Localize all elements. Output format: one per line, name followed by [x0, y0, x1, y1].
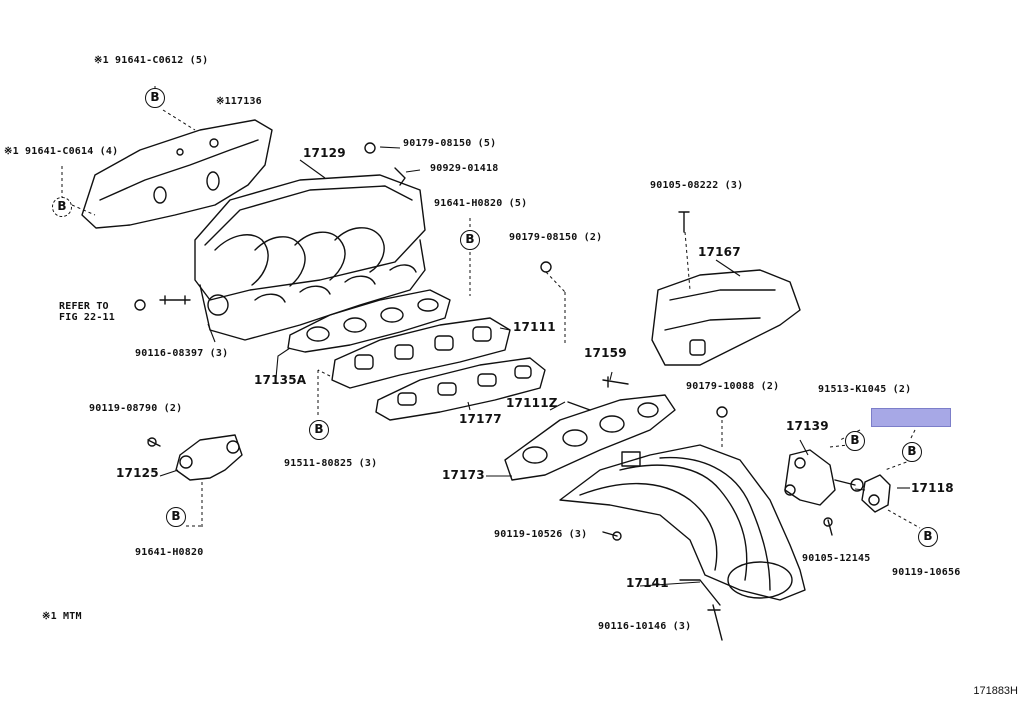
stud-17111z — [567, 401, 591, 411]
callout-b-bubble: B — [918, 527, 938, 547]
callout-b-bubble: B — [902, 442, 922, 462]
label-90179-08150-5[interactable]: 90179-08150 (5) — [403, 138, 497, 149]
highlight-box — [871, 408, 951, 427]
nut-90179-08150 — [364, 142, 376, 154]
label-17129[interactable]: 17129 — [303, 146, 346, 160]
callout-b-bubble: B — [460, 230, 480, 250]
bracket-17118 — [861, 474, 891, 513]
label-117136[interactable]: ※117136 — [216, 96, 262, 107]
label-90119-10656[interactable]: 90119-10656 — [892, 567, 961, 578]
callout-b-bubble: B — [145, 88, 165, 108]
label-refer-to: REFER TO — [59, 301, 109, 312]
clamp-90929-01418 — [394, 167, 406, 186]
label-90116-08397[interactable]: 90116-08397 (3) — [135, 348, 229, 359]
label-91511-80825[interactable]: 91511-80825 (3) — [284, 458, 378, 469]
label-fig-22-11[interactable]: FIG 22-11 — [59, 312, 115, 323]
label-17159[interactable]: 17159 — [584, 346, 627, 360]
label-17135a[interactable]: 17135A — [254, 373, 307, 387]
nut-90179-08150-2 — [540, 261, 552, 273]
stud-17159 — [602, 376, 629, 388]
label-91513-k1045[interactable]: 91513-K1045 (2) — [818, 384, 912, 395]
intake-manifold-17129 — [194, 174, 426, 341]
label-mtm-note: ※1 MTM — [42, 611, 82, 622]
label-90179-08150-2[interactable]: 90179-08150 (2) — [509, 232, 603, 243]
nut-refer — [134, 299, 146, 311]
leader-lines — [159, 146, 910, 587]
gasket-17135a — [287, 289, 451, 353]
label-17173[interactable]: 17173 — [442, 468, 485, 482]
bracket-17139 — [784, 449, 864, 506]
label-90179-10088[interactable]: 90179-10088 (2) — [686, 381, 780, 392]
label-91641-c0612[interactable]: ※1 91641-C0612 (5) — [94, 55, 209, 66]
label-91641-h0820-5[interactable]: 91641-H0820 (5) — [434, 198, 528, 209]
label-17177[interactable]: 17177 — [459, 412, 502, 426]
bolt-90105-12145 — [823, 517, 833, 536]
label-17118[interactable]: 17118 — [911, 481, 954, 495]
bolt-90119-08790 — [147, 437, 161, 447]
label-17125[interactable]: 17125 — [116, 466, 159, 480]
diagram-code: 171883H — [973, 685, 1018, 697]
label-17139[interactable]: 17139 — [786, 419, 829, 433]
label-90116-10146[interactable]: 90116-10146 (3) — [598, 621, 692, 632]
label-90105-08222[interactable]: 90105-08222 (3) — [650, 180, 744, 191]
stud-90116-10146 — [707, 604, 723, 641]
bolt-90119-10526 — [602, 531, 622, 541]
label-17141[interactable]: 17141 — [626, 576, 669, 590]
stud-90116-08397 — [159, 295, 191, 305]
label-17111[interactable]: 17111 — [513, 320, 556, 334]
bolt-90105-08222 — [678, 211, 690, 233]
callout-b-bubble: B — [52, 197, 72, 217]
label-90105-12145[interactable]: 90105-12145 — [802, 553, 871, 564]
nut-90179-10088 — [716, 406, 728, 418]
heat-insulator-17167 — [651, 269, 801, 366]
label-17111z[interactable]: 17111Z — [506, 396, 558, 410]
label-90929-01418[interactable]: 90929-01418 — [430, 163, 499, 174]
label-90119-10526[interactable]: 90119-10526 (3) — [494, 529, 588, 540]
exhaust-manifold-17141 — [559, 444, 806, 606]
gasket-17111 — [331, 317, 511, 389]
dashed-leaders — [61, 86, 921, 530]
callout-b-bubble: B — [166, 507, 186, 527]
label-91641-h0820[interactable]: 91641-H0820 — [135, 547, 204, 558]
label-91641-c0614[interactable]: ※1 91641-C0614 (4) — [4, 146, 119, 157]
label-17167[interactable]: 17167 — [698, 245, 741, 259]
heat-insulator-117136 — [81, 119, 273, 229]
stay-17125 — [175, 434, 243, 481]
callout-b-bubble: B — [845, 431, 865, 451]
callout-b-bubble: B — [309, 420, 329, 440]
label-90119-08790[interactable]: 90119-08790 (2) — [89, 403, 183, 414]
gasket-17177 — [375, 357, 546, 421]
